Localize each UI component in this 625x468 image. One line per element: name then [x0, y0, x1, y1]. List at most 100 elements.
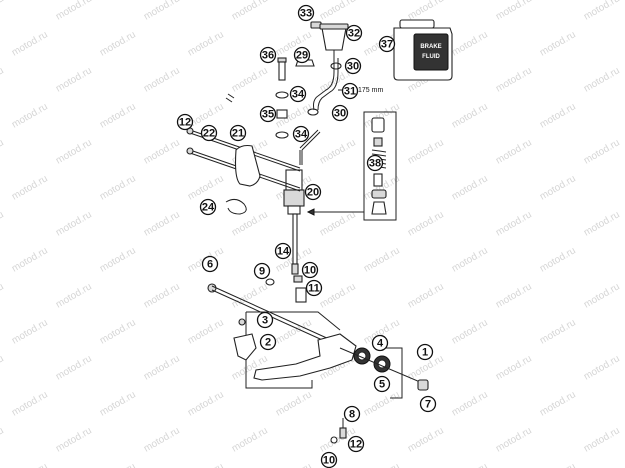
callout-circle [341, 82, 359, 100]
bottle-label-line-2: FLUID [422, 54, 440, 60]
callout-8: 8 [343, 405, 361, 423]
watermark-text: motod.ru [142, 425, 182, 454]
callout-number: 36 [262, 50, 274, 62]
callout-circle [274, 242, 292, 260]
callout-number: 38 [369, 158, 381, 170]
callout-circle [345, 24, 363, 42]
callout-circle [259, 333, 277, 351]
callout-circle [331, 104, 349, 122]
callout-number: 6 [207, 259, 213, 271]
callout-circle [301, 261, 319, 279]
watermark-text: motod.ru [406, 425, 446, 454]
watermark-text: motod.ru [494, 425, 534, 454]
callout-21: 21 [229, 124, 247, 142]
callout-3: 3 [256, 311, 274, 329]
callout-33: 33 [297, 4, 315, 22]
watermark-text: motod.ru [538, 317, 578, 346]
watermark-text: motod.ru [142, 65, 182, 94]
bottle-label-line-1: BRAKE [420, 44, 441, 50]
callout-circle [344, 57, 362, 75]
watermark-text: motod.ru [186, 173, 226, 202]
callout-number: 30 [347, 61, 359, 73]
watermark-text: motod.ru [538, 461, 578, 468]
watermark-text: motod.ru [274, 461, 314, 468]
watermark-text: motod.ru [274, 389, 314, 418]
watermark-text: motod.ru [494, 65, 534, 94]
watermark-text: motod.ru [10, 173, 50, 202]
watermark-text: motod.ru [98, 461, 138, 468]
watermark-text: motod.ru [494, 209, 534, 238]
callout-36: 36 [259, 46, 277, 64]
watermark-text: motod.ru [318, 281, 358, 310]
watermark-text: motod.ru [230, 0, 270, 23]
watermark-text: motod.ru [406, 137, 446, 166]
callout-11: 11 [305, 279, 323, 297]
callout-number: 9 [259, 266, 265, 278]
callout-14: 14 [274, 242, 292, 260]
callout-circle [373, 375, 391, 393]
watermark-text: motod.ru [318, 209, 358, 238]
watermark-text: motod.ru [450, 29, 490, 58]
callout-35: 35 [259, 105, 277, 123]
callout-number: 22 [203, 128, 215, 140]
watermark-text: motod.ru [230, 281, 270, 310]
watermark-text: motod.ru [450, 389, 490, 418]
callout-2: 2 [259, 333, 277, 351]
callout-6: 6 [201, 255, 219, 273]
callout-circle [229, 124, 247, 142]
watermark-text: motod.ru [54, 281, 94, 310]
callout-circle [292, 125, 310, 143]
watermark-text: motod.ru [142, 0, 182, 23]
watermark-text: motod.ru [54, 0, 94, 23]
callout-circle [259, 105, 277, 123]
watermark-text: motod.ru [10, 461, 50, 468]
watermark-text: motod.ru [450, 101, 490, 130]
watermark-text: motod.ru [54, 209, 94, 238]
watermark-text: motod.ru [406, 0, 446, 23]
callout-circle [297, 4, 315, 22]
callout-circle [305, 279, 323, 297]
watermark-text: motod.ru [362, 461, 402, 468]
callout-30: 30 [331, 104, 349, 122]
watermark-text: motod.ru [318, 0, 358, 23]
callout-20: 20 [304, 183, 322, 201]
callout-circle [343, 405, 361, 423]
watermark-text: motod.ru [406, 209, 446, 238]
watermark-text: motod.ru [230, 425, 270, 454]
callout-number: 1 [422, 347, 428, 359]
watermark-text: motod.ru [230, 65, 270, 94]
watermark-text: motod.ru [494, 0, 534, 23]
callout-number: 32 [348, 28, 360, 40]
watermark-text: motod.ru [0, 209, 6, 238]
callout-number: 8 [349, 409, 355, 421]
watermark-text: motod.ru [450, 245, 490, 274]
watermark-text: motod.ru [142, 353, 182, 382]
watermark-text: motod.ru [10, 317, 50, 346]
watermark-text: motod.ru [494, 281, 534, 310]
watermark-text: motod.ru [98, 173, 138, 202]
watermark-text: motod.ru [274, 317, 314, 346]
watermark-text: motod.ru [0, 137, 6, 166]
callout-number: 29 [296, 50, 308, 62]
callout-number: 7 [425, 399, 431, 411]
watermark-text: motod.ru [142, 209, 182, 238]
callout-circle [416, 343, 434, 361]
callout-1: 1 [416, 343, 434, 361]
callout-circle [366, 154, 384, 172]
callout-7: 7 [419, 395, 437, 413]
callout-number: 35 [262, 109, 274, 121]
watermark-text: motod.ru [54, 425, 94, 454]
watermark-text: motod.ru [0, 281, 6, 310]
callout-4: 4 [371, 334, 389, 352]
watermark-text: motod.ru [582, 209, 622, 238]
watermark-text: motod.ru [98, 317, 138, 346]
watermark-text: motod.ru [538, 29, 578, 58]
callout-number: 31 [344, 86, 356, 98]
callout-number: 10 [304, 265, 316, 277]
watermark-text: motod.ru [98, 101, 138, 130]
callout-circle [199, 198, 217, 216]
callout-circle [200, 124, 218, 142]
callout-31: 31 [341, 82, 359, 100]
watermark-text: motod.ru [98, 245, 138, 274]
